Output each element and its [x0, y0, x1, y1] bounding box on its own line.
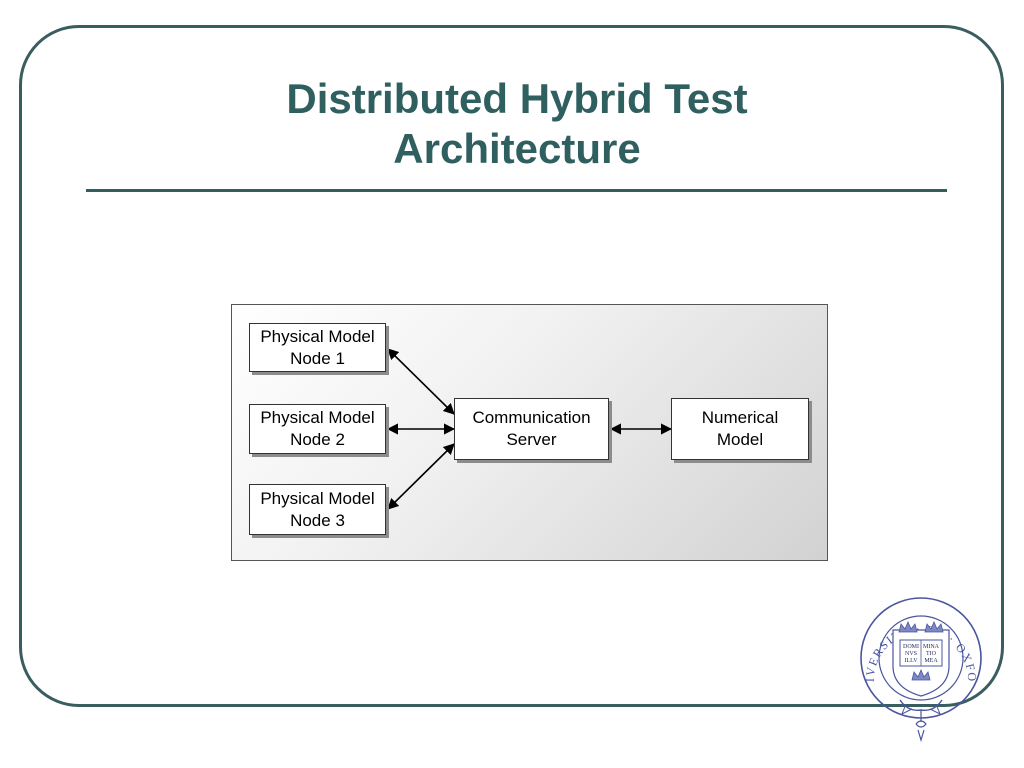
- numerical-model-node: Numerical Model: [671, 398, 809, 460]
- communication-server-node: Communication Server: [454, 398, 609, 460]
- node-label-line-2: Node 2: [290, 430, 345, 449]
- node-label-line-1: Physical Model: [260, 488, 375, 508]
- physical-model-node-3: Physical Model Node 3: [249, 484, 386, 535]
- physical-model-node-2: Physical Model Node 2: [249, 404, 386, 454]
- node-label-line-1: Physical Model: [260, 408, 375, 427]
- node-label-line-2: Node 3: [290, 510, 345, 530]
- svg-text:DOMI: DOMI: [903, 644, 919, 650]
- crown-icon-left: [898, 620, 918, 633]
- node-label-line-2: Node 1: [290, 348, 345, 368]
- crown-icon-right: [924, 620, 944, 633]
- title-underline: [86, 189, 947, 192]
- oxford-seal-logo: UNIVERSITY · OF · OXFORD DOMI NVS ILLV M…: [856, 596, 982, 743]
- seal-tassel: [915, 710, 927, 743]
- svg-text:ILLV: ILLV: [904, 658, 918, 664]
- slide-title-line-2: Architecture: [393, 125, 641, 172]
- node-label-line-2: Server: [506, 430, 557, 449]
- crown-icon-bottom: [911, 668, 931, 681]
- physical-model-node-1: Physical Model Node 1: [249, 323, 386, 372]
- slide-frame: [19, 25, 1004, 707]
- svg-text:NVS: NVS: [905, 651, 917, 657]
- node-label-line-1: Communication: [472, 408, 591, 427]
- node-label-line-2: Model: [716, 430, 764, 449]
- svg-text:TIO: TIO: [926, 651, 937, 657]
- seal-ribbon: [899, 699, 943, 711]
- slide-title: Distributed Hybrid Test Architecture: [88, 74, 946, 174]
- slide-title-line-1: Distributed Hybrid Test: [286, 75, 748, 122]
- node-label-line-1: Physical Model: [260, 326, 375, 346]
- node-label-line-1: Numerical: [701, 408, 779, 427]
- svg-text:MEA: MEA: [924, 658, 938, 664]
- svg-text:MINA: MINA: [923, 644, 940, 650]
- edge-node1-server: [387, 348, 455, 415]
- edge-node3-server: [387, 443, 455, 510]
